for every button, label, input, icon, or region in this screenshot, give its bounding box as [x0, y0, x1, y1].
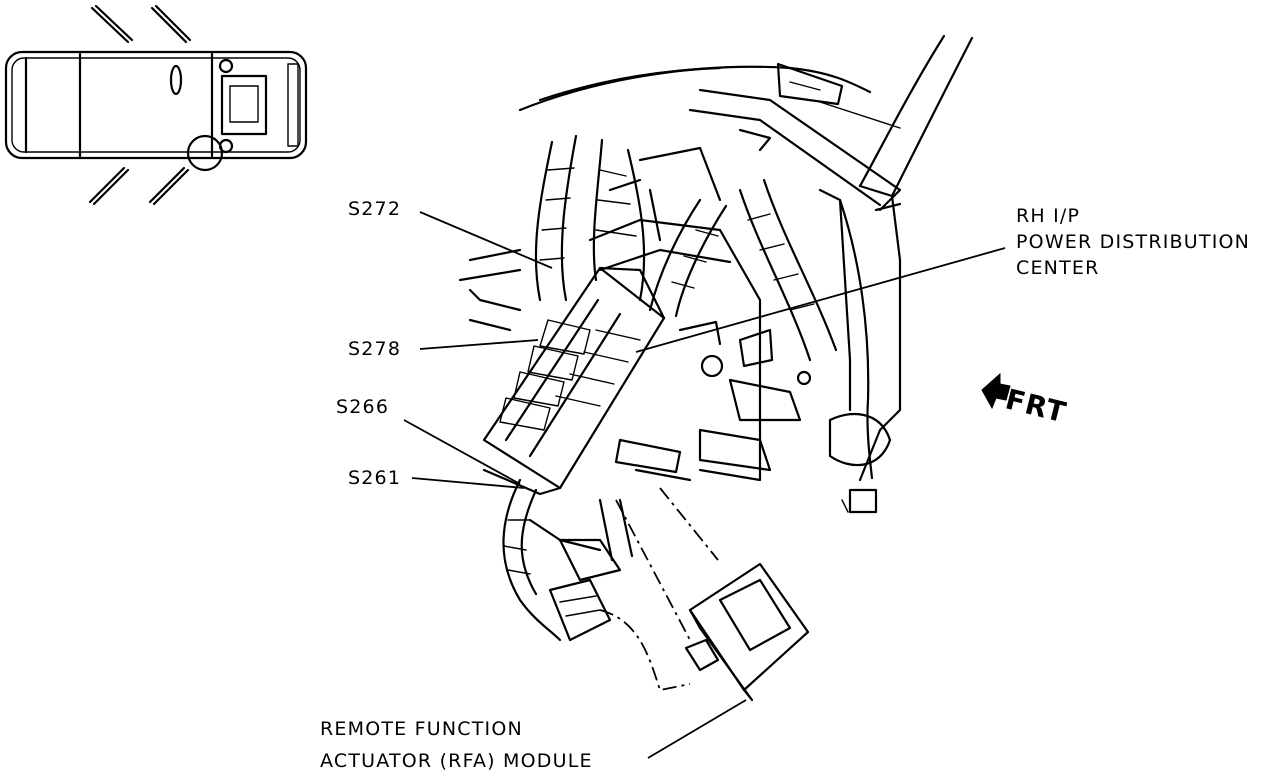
front-indicator: FRT [978, 372, 1088, 432]
instrument-panel-structure [458, 34, 974, 702]
pdc-label-line-1: RH I/P [1016, 205, 1081, 227]
pdc-label-line-3: CENTER [1016, 257, 1100, 279]
label-s278: S278 [348, 338, 402, 360]
vehicle-top-view-icon [4, 4, 308, 206]
label-power-distribution-center: RH I/P POWER DISTRIBUTION CENTER [1016, 203, 1250, 281]
leader-lines [403, 211, 1006, 759]
arrow-left-icon [981, 372, 1011, 410]
label-s266: S266 [336, 396, 390, 418]
label-rfa-module: REMOTE FUNCTION ACTUATOR (RFA) MODULE [320, 716, 593, 774]
label-s272: S272 [348, 198, 402, 220]
rfa-label-line-1: REMOTE FUNCTION [320, 718, 523, 740]
label-s261: S261 [348, 467, 402, 489]
front-label: FRT [1002, 382, 1070, 430]
pdc-label-line-2: POWER DISTRIBUTION [1016, 231, 1251, 253]
rfa-label-line-2: ACTUATOR (RFA) MODULE [320, 750, 593, 772]
